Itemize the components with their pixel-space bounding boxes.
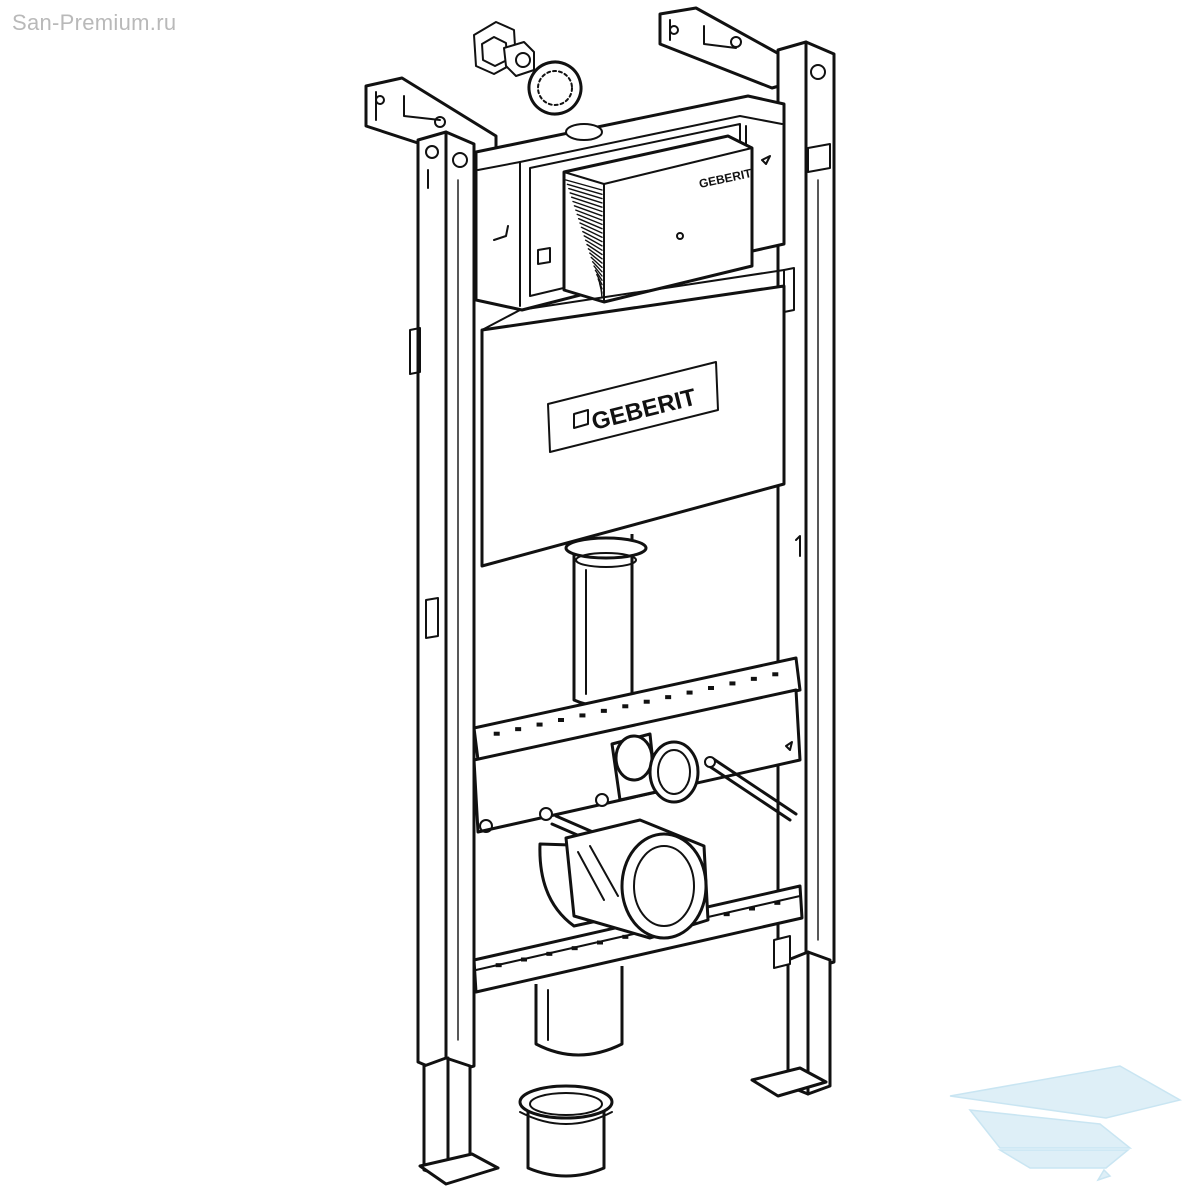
crossbar-hole [665, 695, 672, 700]
valve-rib [600, 286, 603, 299]
valve-rib [589, 252, 603, 264]
crossbar-hole [536, 722, 543, 727]
right-frame-post [776, 40, 836, 972]
valve-rib [582, 230, 603, 243]
sealing-ring-icon [527, 60, 583, 116]
right-adjustable-foot [750, 935, 832, 1098]
water-connection-fitting-icon [473, 21, 535, 77]
crossbar-hole [774, 900, 781, 905]
left-frame-post [409, 130, 476, 1076]
flush-valve-housing [562, 134, 754, 304]
drain-outlet-pipe [534, 966, 624, 1057]
crossbar-hole [749, 906, 755, 911]
left-adjustable-foot [418, 1056, 500, 1186]
valve-rib [566, 183, 603, 196]
crossbar-hole [686, 690, 693, 695]
crossbar-hole [558, 718, 564, 722]
crossbar-hole [493, 731, 500, 736]
valve-rib [579, 222, 603, 234]
water-supply-elbow [610, 732, 700, 804]
crossbar-hole [495, 963, 502, 968]
valve-rib [594, 269, 603, 281]
valve-rib [587, 248, 603, 260]
bathtub-wave-icon [949, 1065, 1183, 1182]
crossbar-hole [622, 934, 629, 939]
upper-crossbar [472, 656, 802, 762]
crossbar-hole [600, 708, 607, 713]
crossbar-hole [723, 912, 730, 917]
site-watermark: San-Premium.ru [12, 10, 177, 35]
crossbar-hole [521, 957, 527, 962]
valve-rib [591, 261, 603, 273]
crossbar-hole [597, 940, 603, 945]
crossbar-hole [622, 704, 629, 709]
valve-rib [596, 273, 603, 286]
flush-pipe [564, 534, 648, 708]
valve-rib [570, 196, 603, 208]
valve-rib [569, 192, 603, 204]
crossbar-hole [729, 681, 736, 686]
crossbar-hole [571, 946, 578, 951]
crossbar-hole [515, 727, 522, 732]
valve-rib [590, 256, 603, 269]
pipe-sleeve [518, 1084, 614, 1178]
drain-bend [538, 818, 710, 940]
valve-rib [593, 265, 603, 277]
crossbar-hole [772, 672, 779, 677]
crossbar-hole [643, 699, 650, 704]
valve-rib [583, 235, 603, 247]
valve-rib [565, 179, 603, 191]
valve-rib [568, 187, 603, 200]
valve-rib [572, 200, 603, 213]
crossbar-hole [708, 686, 714, 690]
valve-rib [575, 209, 603, 221]
crossbar-hole [546, 951, 553, 956]
valve-rib [586, 243, 603, 256]
crossbar-hole [750, 676, 757, 681]
valve-rib [580, 226, 603, 239]
cistern-front-panel [480, 269, 786, 568]
valve-rib [576, 213, 603, 226]
valve-rib [573, 205, 603, 217]
valve-rib [584, 239, 603, 251]
crossbar-hole [579, 713, 586, 718]
valve-rib [577, 217, 603, 230]
